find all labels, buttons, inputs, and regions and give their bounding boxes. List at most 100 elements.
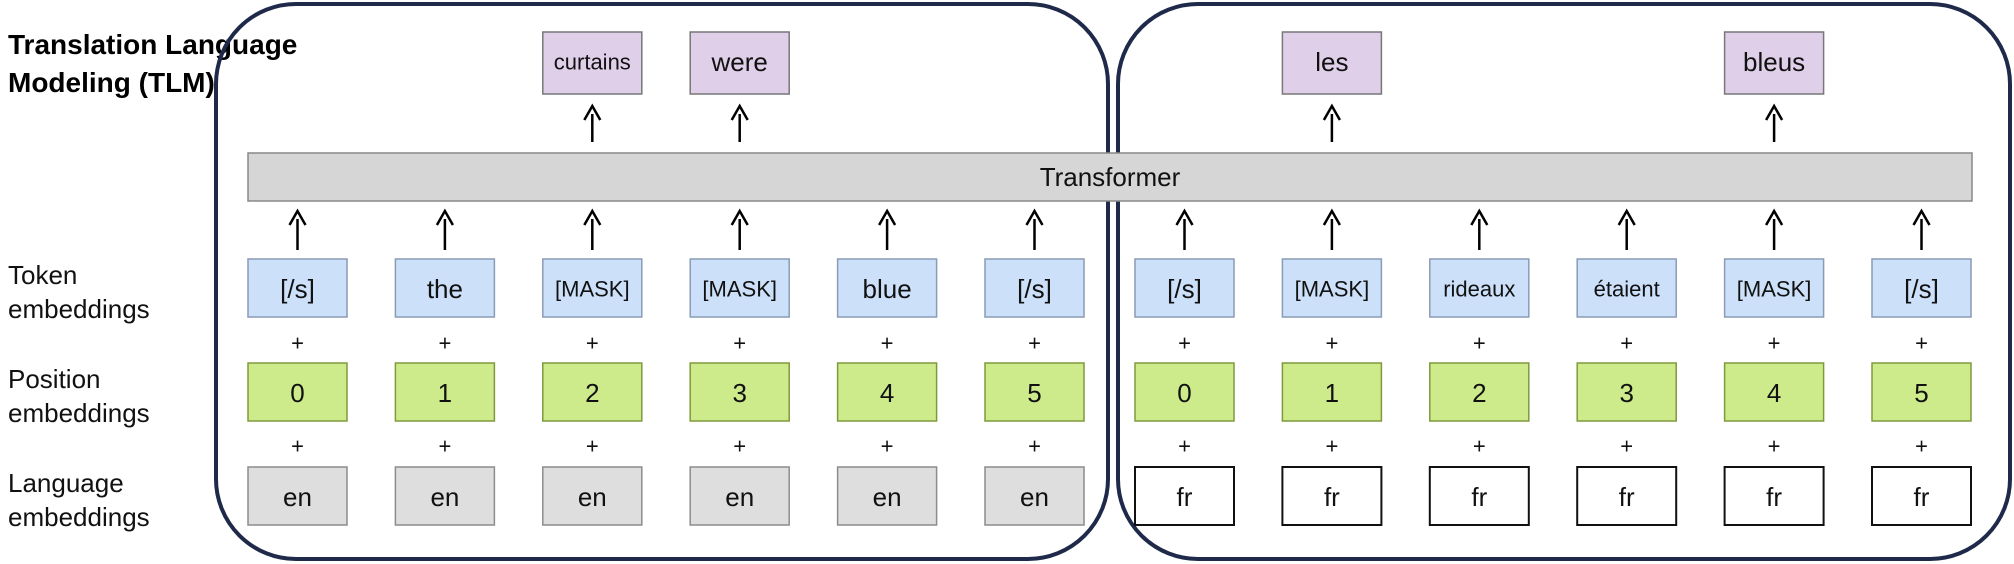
transformer-bar [247, 152, 1973, 202]
language-label-line-1: Language [8, 468, 124, 498]
language-text: en [873, 482, 902, 512]
input-arrow [1175, 208, 1194, 250]
plus-sign: + [586, 331, 599, 356]
position-box [984, 362, 1085, 422]
language-text: fr [1766, 482, 1782, 512]
output-arrow [730, 103, 749, 142]
token-box [1871, 258, 1972, 318]
language-box [1576, 466, 1678, 526]
language-text: en [283, 482, 312, 512]
language-box [1871, 466, 1972, 526]
position-box [689, 362, 790, 422]
token-text: [MASK] [555, 277, 630, 302]
output-arrow [1765, 103, 1784, 142]
position-text: 2 [1472, 378, 1486, 408]
position-text: 1 [438, 378, 452, 408]
position-text: 0 [290, 378, 304, 408]
plus-sign: + [1768, 434, 1781, 459]
language-box [984, 466, 1085, 526]
plus-sign: + [733, 331, 746, 356]
token-text: [/s] [1167, 274, 1202, 304]
plus-sign: + [586, 434, 599, 459]
output-text: were [711, 47, 768, 77]
plus-sign: + [1178, 331, 1191, 356]
token-label-line-1: Token [8, 260, 78, 290]
output-box [542, 31, 643, 95]
token-text: [/s] [1904, 274, 1939, 304]
token-box [1429, 258, 1530, 318]
token-text: [/s] [280, 274, 315, 304]
plus-sign: + [1915, 331, 1928, 356]
token-embeddings-label: Token embeddings [8, 258, 228, 326]
plus-sign: + [1915, 434, 1928, 459]
plus-sign: + [1620, 434, 1633, 459]
position-text: 2 [585, 378, 599, 408]
output-text: les [1315, 47, 1348, 77]
position-label-line-2: embeddings [8, 398, 150, 428]
token-text: [MASK] [1295, 277, 1370, 302]
output-arrow [583, 103, 602, 142]
token-box [1576, 258, 1677, 318]
token-label-line-2: embeddings [8, 294, 150, 324]
plus-sign: + [1473, 434, 1486, 459]
plus-sign: + [1325, 434, 1338, 459]
position-text: 4 [880, 378, 894, 408]
input-arrow [1470, 208, 1489, 250]
position-text: 4 [1767, 378, 1781, 408]
plus-sign: + [1028, 331, 1041, 356]
language-text: fr [1914, 482, 1930, 512]
position-box [542, 362, 643, 422]
input-arrow [730, 208, 749, 250]
plus-sign: + [1178, 434, 1191, 459]
token-box [1134, 258, 1235, 318]
language-box [1723, 466, 1825, 526]
position-box [836, 362, 938, 422]
position-label-line-1: Position [8, 364, 101, 394]
position-text: 0 [1177, 378, 1191, 408]
input-arrow [1025, 208, 1044, 250]
position-box [1281, 362, 1383, 422]
plus-sign: + [1325, 331, 1338, 356]
token-box [984, 258, 1085, 318]
language-box [689, 466, 790, 526]
token-box [247, 258, 348, 318]
position-box [1723, 362, 1825, 422]
language-box [1281, 466, 1383, 526]
english-group-outline [214, 2, 1110, 561]
plus-sign: + [1473, 331, 1486, 356]
input-arrow [1765, 208, 1784, 250]
diagram-title: Translation Language Modeling (TLM) [8, 26, 338, 102]
language-box [836, 466, 938, 526]
position-box [1576, 362, 1677, 422]
position-box [1134, 362, 1235, 422]
french-group-outline [1116, 2, 2012, 561]
token-box [1723, 258, 1825, 318]
token-box [836, 258, 938, 318]
position-text: 5 [1914, 378, 1928, 408]
language-text: fr [1177, 482, 1193, 512]
plus-sign: + [438, 434, 451, 459]
plus-sign: + [1620, 331, 1633, 356]
position-embeddings-label: Position embeddings [8, 362, 228, 430]
language-text: en [578, 482, 607, 512]
language-box [247, 466, 348, 526]
input-arrow [435, 208, 454, 250]
token-text: the [427, 274, 463, 304]
token-text: étaient [1594, 277, 1660, 302]
language-embeddings-label: Language embeddings [8, 466, 228, 534]
language-text: en [725, 482, 754, 512]
plus-sign: + [881, 434, 894, 459]
output-box [1281, 31, 1383, 95]
language-box [394, 466, 496, 526]
position-box [247, 362, 348, 422]
output-box [689, 31, 790, 95]
token-box [542, 258, 643, 318]
title-line-1: Translation Language [8, 29, 298, 60]
plus-sign: + [291, 434, 304, 459]
position-text: 3 [732, 378, 746, 408]
language-box [542, 466, 643, 526]
language-text: en [1020, 482, 1049, 512]
token-text: [MASK] [702, 277, 777, 302]
